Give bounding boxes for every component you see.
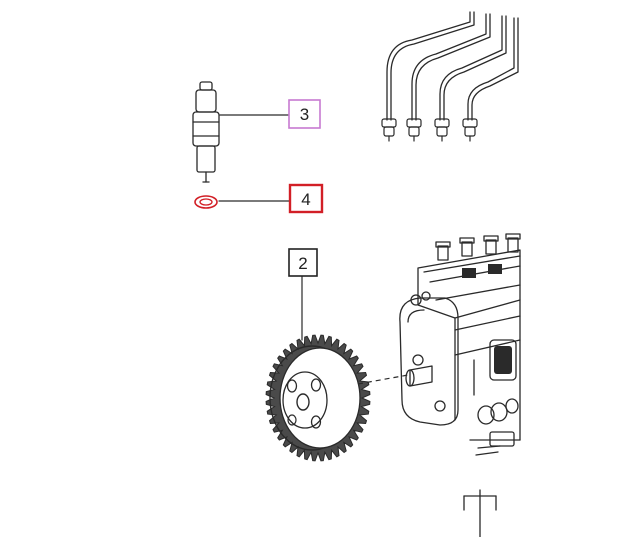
pump-drive-gear[interactable] [265, 334, 371, 462]
injection-pump-body [399, 233, 521, 456]
callout-3[interactable]: 3 [288, 99, 321, 129]
delivery-valves [435, 233, 521, 261]
callout-label-4: 4 [301, 190, 310, 209]
callout-label-2: 2 [298, 254, 307, 273]
sealing-washer[interactable] [194, 195, 218, 209]
injector-nozzle[interactable] [192, 81, 220, 183]
leader-lines [218, 114, 303, 341]
callout-4[interactable]: 4 [288, 183, 324, 214]
pump-shaded-ports [462, 264, 512, 374]
pipe-fittings [381, 118, 478, 142]
injector-pipes [386, 11, 519, 121]
callout-2[interactable]: 2 [288, 248, 318, 277]
callout-label-3: 3 [300, 105, 309, 124]
bottom-bracket [463, 489, 497, 537]
